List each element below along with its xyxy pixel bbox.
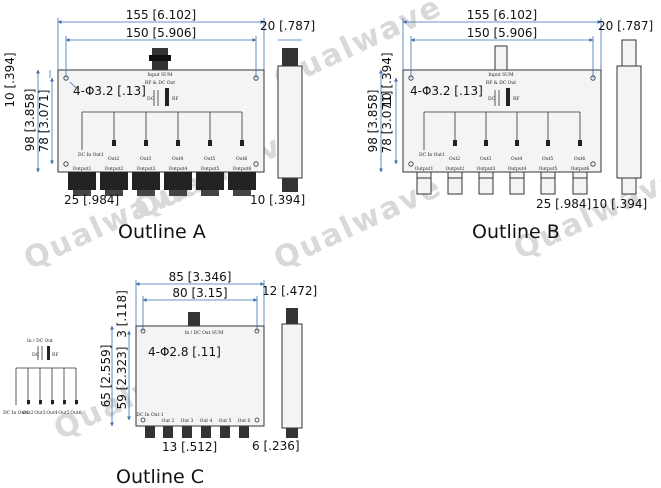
svg-text:In / DC Out: In / DC Out xyxy=(27,338,53,344)
outline-c-title: Outline C xyxy=(116,466,204,488)
outline-b-side-view xyxy=(616,65,642,179)
input-label: In / DC Out SUM xyxy=(185,330,224,336)
out-label: Out 6 xyxy=(238,418,251,424)
port-label: Output5 xyxy=(539,166,558,172)
svg-text:RF: RF xyxy=(52,352,59,358)
output-connectors xyxy=(416,171,588,195)
out-label: Out 2 xyxy=(162,418,175,424)
output-connectors xyxy=(68,172,256,196)
dim-pitch: 25 [.984] xyxy=(536,197,591,211)
out-label: Out6 xyxy=(236,156,247,162)
dim-hole-height: 59 [2.323] xyxy=(115,347,129,410)
out-label: Out4 xyxy=(511,156,522,162)
outline-c: In / DC Out DC RF DC In Out1 Out2 Out3 O… xyxy=(3,270,317,488)
out-label: Out6 xyxy=(574,156,585,162)
port-label: Output3 xyxy=(477,166,496,172)
dim-total-width: 155 [6.102] xyxy=(126,8,196,22)
rf-dc-label: RF & DC Out xyxy=(486,80,516,86)
port-label: Output5 xyxy=(201,166,220,172)
dim-hole-height: 78 [3.071] xyxy=(37,90,51,153)
port-label: Output4 xyxy=(508,166,527,172)
outline-b-body xyxy=(402,69,602,173)
branch-lines xyxy=(453,112,582,146)
outline-b: Input SUM RF & DC Out DC RF DC In Out1 O… xyxy=(366,8,653,243)
outline-a: Input SUM RF & DC Out DC RF DC In Out1 O… xyxy=(3,8,315,243)
rf-dc-label: RF & DC Out xyxy=(145,80,175,86)
out-label: Out2 xyxy=(449,156,460,162)
side-width: 20 [.787] xyxy=(260,19,315,33)
input-label: Input SUM xyxy=(147,72,173,78)
svg-text:Out5: Out5 xyxy=(58,410,69,416)
side-width: 20 [.787] xyxy=(598,19,653,33)
dim-hole-span: 80 [3.15] xyxy=(172,286,227,300)
dim-height: 65 [2.559] xyxy=(99,345,113,408)
dim-hole-height: 78 [3.071] xyxy=(380,91,394,154)
side-bottom: 6 [.236] xyxy=(252,439,300,453)
dim-top-offset: 3 [.118] xyxy=(115,290,129,338)
dim-hole-span: 150 [5.906] xyxy=(467,26,537,40)
dc-in-label: DC In Out1 xyxy=(419,152,445,158)
dim-pitch: 25 [.984] xyxy=(64,193,119,207)
dim-hole-span: 150 [5.906] xyxy=(126,26,196,40)
dim-pitch: 13 [.512] xyxy=(162,440,217,454)
out-label: Out5 xyxy=(542,156,553,162)
port-label: Output2 xyxy=(105,166,124,172)
dim-height: 98 [3.858] xyxy=(366,90,380,153)
outline-a-title: Outline A xyxy=(118,221,206,243)
mount-hole xyxy=(253,161,259,167)
outline-c-body xyxy=(135,325,265,427)
svg-text:DC In Out1: DC In Out1 xyxy=(3,410,29,416)
dc-label: DC xyxy=(488,96,496,102)
svg-text:Out6: Out6 xyxy=(70,410,81,416)
branch-lines xyxy=(112,112,244,146)
dim-top-offset: 10 [.394] xyxy=(3,52,17,107)
input-connector xyxy=(494,45,508,71)
output-connectors xyxy=(145,426,249,438)
port-label: Output4 xyxy=(169,166,188,172)
dim-height: 98 [3.858] xyxy=(23,89,37,152)
dim-total-width: 85 [3.346] xyxy=(169,270,232,284)
side-bottom: 10 [.394] xyxy=(592,197,647,211)
dc-in-label: DC In Out1 xyxy=(78,152,104,158)
dc-label: DC xyxy=(147,96,155,102)
dc-in-label: DC In Out 1 xyxy=(136,412,163,418)
mount-hole xyxy=(63,161,69,167)
out-label: Out 5 xyxy=(219,418,232,424)
svg-text:DC: DC xyxy=(32,352,40,358)
port-label: Output1 xyxy=(415,166,434,172)
input-connector xyxy=(188,312,200,326)
dim-holes: 4-Φ2.8 [.11] xyxy=(148,345,221,359)
outline-b-title: Outline B xyxy=(472,221,560,243)
rf-label: RF xyxy=(513,96,520,102)
outline-c-side-view xyxy=(281,323,303,429)
out-label: Out3 xyxy=(140,156,151,162)
svg-text:Out2: Out2 xyxy=(22,410,33,416)
out-label: Out5 xyxy=(204,156,215,162)
svg-text:Out3: Out3 xyxy=(34,410,45,416)
out-label: Out4 xyxy=(172,156,183,162)
svg-text:Out4: Out4 xyxy=(46,410,57,416)
port-label: Output6 xyxy=(571,166,590,172)
out-label: Out3 xyxy=(480,156,491,162)
rf-label: RF xyxy=(172,96,179,102)
dim-top-offset: 10 [.394] xyxy=(380,52,394,107)
port-label: Output3 xyxy=(137,166,156,172)
dim-holes: 4-Φ3.2 [.13] xyxy=(73,84,146,98)
input-label: Input SUM xyxy=(488,72,514,78)
out-label: Out 3 xyxy=(181,418,194,424)
out-label: Out2 xyxy=(108,156,119,162)
outline-c-schematic: In / DC Out DC RF DC In Out1 Out2 Out3 O… xyxy=(3,338,82,416)
port-label: Output6 xyxy=(233,166,252,172)
dim-holes: 4-Φ3.2 [.13] xyxy=(410,84,483,98)
port-label: Output2 xyxy=(446,166,465,172)
side-bottom: 10 [.394] xyxy=(250,193,305,207)
out-label: Out 4 xyxy=(200,418,213,424)
port-label: Output1 xyxy=(73,166,92,172)
outline-a-side-view xyxy=(277,65,303,179)
dim-total-width: 155 [6.102] xyxy=(467,8,537,22)
side-width: 12 [.472] xyxy=(262,284,317,298)
